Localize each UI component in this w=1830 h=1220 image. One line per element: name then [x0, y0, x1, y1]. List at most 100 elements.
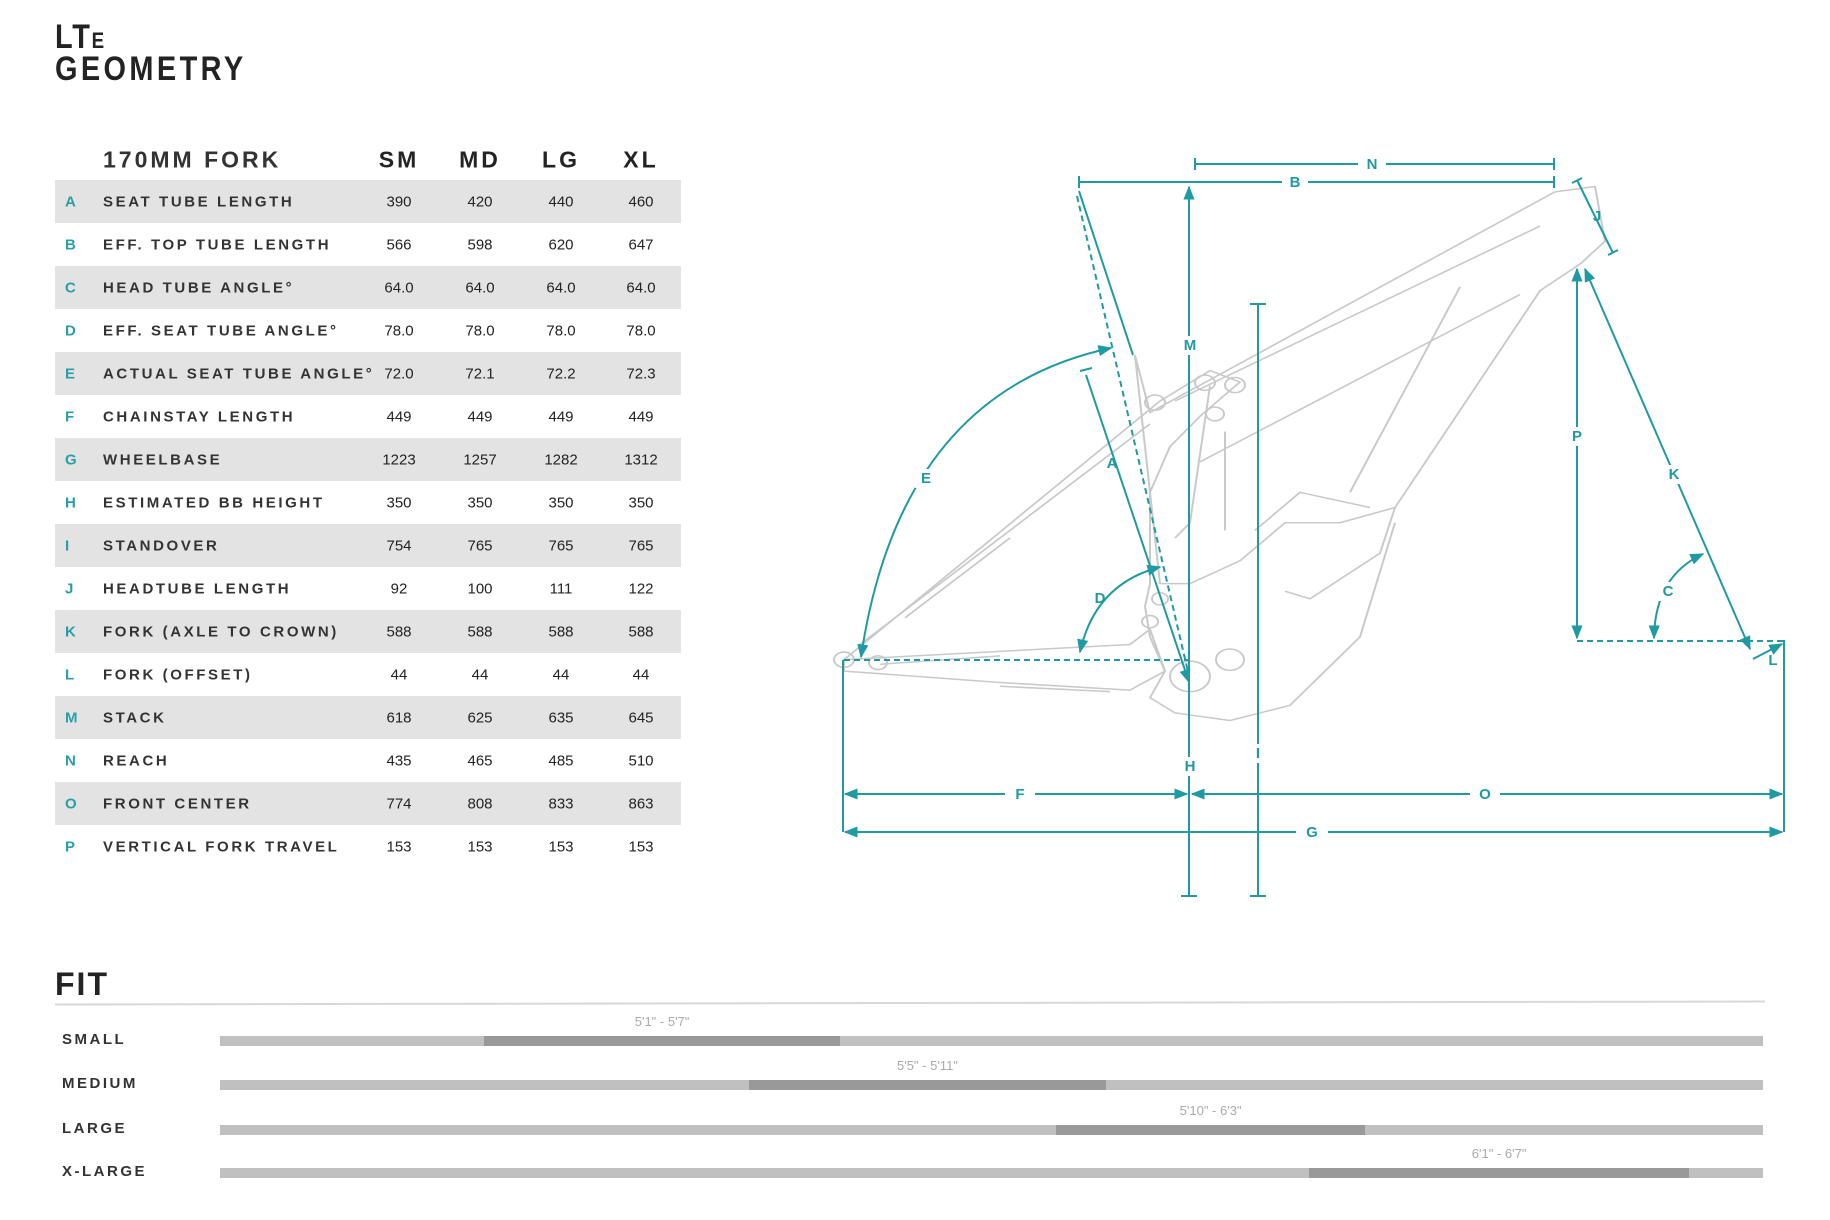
dim-label-e: E [921, 470, 931, 487]
dim-label-h: H [1185, 758, 1196, 775]
cell-md: 350 [467, 494, 493, 511]
cell-sm: 449 [386, 408, 412, 425]
row-label: VERTICAL FORK TRAVEL [103, 838, 340, 855]
cell-lg: 72.2 [546, 365, 576, 382]
cell-md: 765 [467, 537, 493, 554]
row-letter: B [65, 236, 76, 253]
cell-xl: 588 [628, 623, 654, 640]
cell-sm: 754 [386, 537, 412, 554]
row-letter: O [65, 795, 77, 812]
cell-xl: 1312 [624, 451, 658, 468]
cell-md: 78.0 [465, 322, 495, 339]
cell-xl: 44 [632, 666, 650, 683]
dim-label-l: L [1768, 652, 1777, 669]
dim-label-c: C [1663, 583, 1674, 600]
cell-md: 153 [467, 838, 493, 855]
cell-xl: 510 [628, 752, 654, 769]
label-backgrounds [915, 155, 1684, 841]
dim-label-k: K [1669, 466, 1680, 483]
cell-md: 64.0 [465, 279, 495, 296]
cell-sm: 774 [386, 795, 412, 812]
row-label: STANDOVER [103, 537, 220, 554]
size-header-lg: LG [542, 146, 580, 173]
row-label: HEADTUBE LENGTH [103, 580, 292, 597]
row-label: HEAD TUBE ANGLE° [103, 279, 295, 296]
cell-md: 598 [467, 236, 493, 253]
dimension-lines [842, 158, 1785, 897]
cell-sm: 588 [386, 623, 412, 640]
cell-xl: 350 [628, 494, 654, 511]
cell-md: 625 [467, 709, 493, 726]
dim-label-p: P [1572, 428, 1582, 445]
cell-xl: 122 [628, 580, 654, 597]
page-title: GEOMETRY [55, 50, 247, 88]
dim-label-g: G [1306, 824, 1318, 841]
cell-sm: 92 [390, 580, 408, 597]
fit-height-range-bar [749, 1080, 1106, 1090]
dimension-labels: N B M A E D P K C J L H I F O G [921, 156, 1778, 841]
fit-height-range-bar [483, 1036, 841, 1046]
bike-frame-drawing [833, 185, 1606, 722]
row-letter: A [65, 193, 76, 210]
table-row: F CHAINSTAY LENGTH 449 449 449 449 [55, 395, 681, 438]
row-label: EFF. TOP TUBE LENGTH [103, 236, 332, 253]
dim-label-d: D [1095, 590, 1106, 607]
cell-sm: 435 [386, 752, 412, 769]
cell-xl: 153 [628, 838, 654, 855]
row-label: FORK (OFFSET) [103, 666, 253, 683]
dim-label-i: I [1256, 745, 1260, 762]
cell-lg: 78.0 [546, 322, 576, 339]
cell-sm: 350 [386, 494, 412, 511]
row-letter: F [65, 408, 75, 425]
cell-lg: 64.0 [546, 279, 576, 296]
cell-sm: 64.0 [384, 279, 414, 296]
fit-bar: 5'10" - 6'3" [220, 1103, 1763, 1135]
cell-lg: 350 [548, 494, 574, 511]
fit-height-range-label: 5'5" - 5'11" [896, 1058, 958, 1073]
cell-xl: 765 [628, 537, 654, 554]
cell-md: 449 [467, 408, 493, 425]
fit-size-label: X-LARGE [62, 1163, 147, 1180]
cell-md: 588 [467, 623, 493, 640]
row-letter: J [65, 580, 74, 597]
cell-sm: 44 [390, 666, 408, 683]
cell-lg: 449 [548, 408, 574, 425]
cell-sm: 153 [386, 838, 412, 855]
row-label: FORK (AXLE TO CROWN) [103, 623, 339, 640]
model-title: LTE [55, 18, 106, 57]
dim-label-j: J [1593, 208, 1601, 225]
cell-xl: 647 [628, 236, 654, 253]
row-label: FRONT CENTER [103, 795, 252, 812]
cell-xl: 645 [628, 709, 654, 726]
fit-bar: 5'5" - 5'11" [220, 1058, 1763, 1090]
dim-label-f: F [1015, 786, 1024, 803]
fit-height-range-label: 5'1" - 5'7" [634, 1014, 690, 1029]
dim-label-b: B [1290, 174, 1301, 191]
fit-bar: 5'1" - 5'7" [220, 1014, 1763, 1046]
dim-label-a: A [1107, 455, 1118, 472]
cell-xl: 460 [628, 193, 654, 210]
row-letter: D [65, 322, 76, 339]
row-label: ACTUAL SEAT TUBE ANGLE° [103, 365, 375, 382]
dim-label-m: M [1184, 337, 1197, 354]
cell-lg: 485 [548, 752, 574, 769]
row-label: SEAT TUBE LENGTH [103, 193, 295, 210]
row-label: ESTIMATED BB HEIGHT [103, 494, 325, 511]
cell-sm: 618 [386, 709, 412, 726]
cell-lg: 635 [548, 709, 574, 726]
cell-lg: 440 [548, 193, 574, 210]
cell-lg: 153 [548, 838, 574, 855]
cell-xl: 449 [628, 408, 654, 425]
model-name: LT [55, 18, 92, 56]
row-label: CHAINSTAY LENGTH [103, 408, 296, 425]
cell-xl: 64.0 [626, 279, 656, 296]
